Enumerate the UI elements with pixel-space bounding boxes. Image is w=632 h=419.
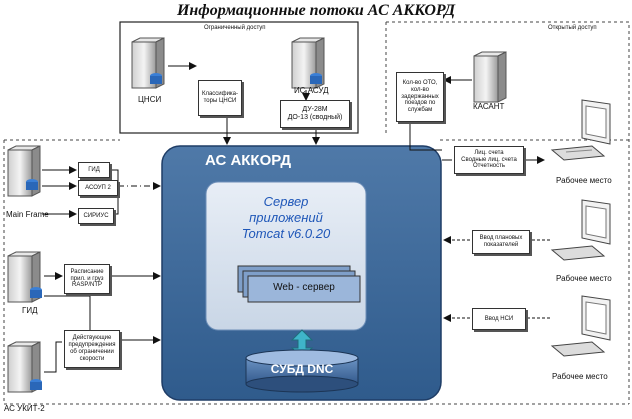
server-icon-kasant <box>473 51 507 103</box>
flow-box-du: ДУ-28М ДО-13 (сводный) <box>280 100 350 128</box>
workstation-label-3: Рабочее место <box>552 372 608 381</box>
system-label-gid: ГИД <box>22 306 38 315</box>
zone-label-open: Открытый доступ <box>548 25 597 31</box>
flow-box-sirius: СИРИУС <box>78 208 114 224</box>
flow-box-classifiers: Классифика-торы ЦНСИ <box>198 80 242 116</box>
server-icon-asukit <box>7 341 42 393</box>
flow-box-asoup: АСОУП 2 <box>78 180 118 196</box>
flow-box-plan: Ввод плановых показателей <box>472 230 530 254</box>
workstation-icon-3 <box>550 295 611 357</box>
web-server-label: Web - сервер <box>273 282 335 293</box>
dbms-label: СУБД DNC <box>270 362 334 376</box>
app-server-line3: Tomcat v6.0.20 <box>241 226 331 241</box>
workstation-icon-1 <box>550 99 611 161</box>
zone-label-restricted: Ограниченный доступ <box>204 25 266 31</box>
system-label-kasant: КАСАНТ <box>473 102 505 111</box>
flow-box-warnings: Действующие предупреждения об ограничени… <box>64 330 120 368</box>
flow-box-schedule: Расписание прил. и груз RASP/NTP <box>64 264 110 294</box>
workstation-icon-2 <box>550 199 611 261</box>
app-server-line1: Сервер <box>263 194 309 209</box>
diagram-title: Информационные потоки АС АККОРД <box>176 2 456 19</box>
flow-box-kasant: Кол-во ОТО, кол-во задержанных поездов п… <box>396 72 444 122</box>
workstation-label-2: Рабочее место <box>556 274 612 283</box>
zone-borders <box>3 21 630 405</box>
server-icon-isasud <box>291 37 325 89</box>
main-block-title: АС АККОРД <box>204 152 291 169</box>
server-icon-mainframe <box>7 145 41 197</box>
system-label-mainframe: Main Frame <box>6 210 49 219</box>
system-label-asukit: АС УКИТ-2 <box>4 404 45 413</box>
dbms-cylinder <box>245 349 359 393</box>
system-label-cnsi: ЦНСИ <box>138 95 162 104</box>
server-icon-gid <box>7 251 42 303</box>
system-label-isasud: ИС АСУД <box>294 86 329 95</box>
flow-box-reports: Лиц. счета Сводные лиц. счета Отчетность <box>454 146 524 174</box>
workstation-label-1: Рабочее место <box>556 176 612 185</box>
server-icon-cnsi <box>131 37 165 89</box>
app-server-line2: приложений <box>249 210 323 225</box>
flow-box-nsi: Ввод НСИ <box>472 308 526 330</box>
flow-box-gid: ГИД <box>78 162 110 178</box>
web-server-stack <box>237 265 361 303</box>
